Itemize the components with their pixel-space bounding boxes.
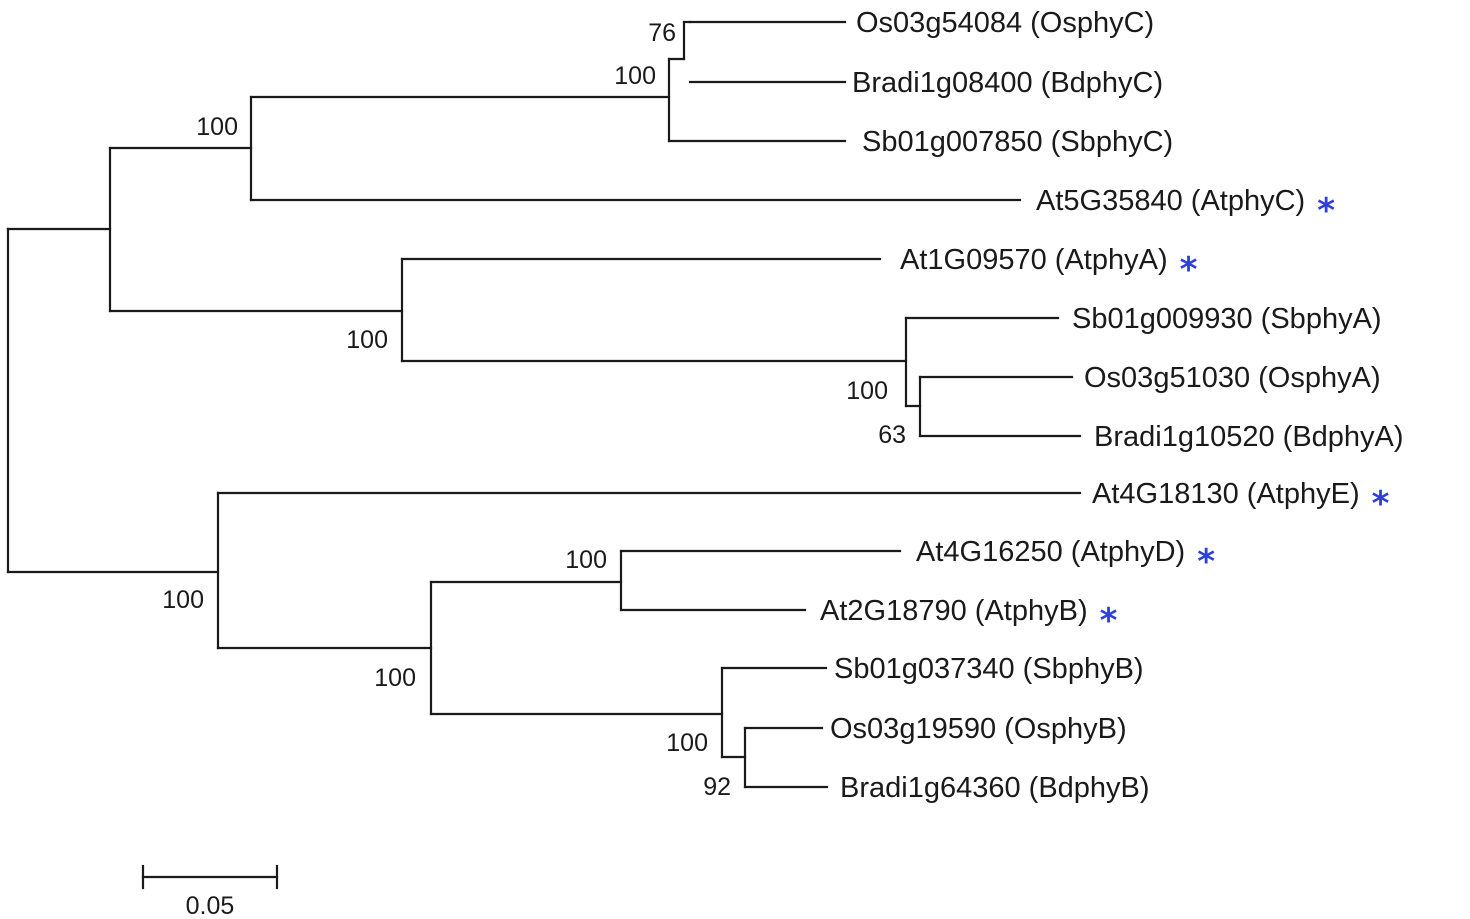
leaf-label-bdphya: Bradi1g10520 (BdphyA) xyxy=(1094,421,1404,453)
asterisk-marker-atphyd: * xyxy=(1197,542,1215,582)
scale-bar-label: 0.05 xyxy=(186,892,235,919)
leaf-label-atphyd: At4G16250 (AtphyD) xyxy=(916,536,1185,568)
leaf-label-atphyb: At2G18790 (AtphyB) xyxy=(820,595,1088,627)
bootstrap-value: 100 xyxy=(196,113,238,141)
bootstrap-value: 100 xyxy=(614,62,656,90)
tree-branches xyxy=(6,20,1082,789)
leaf-label-osphyb: Os03g19590 (OsphyB) xyxy=(830,713,1127,745)
leaf-label-osphya: Os03g51030 (OsphyA) xyxy=(1084,362,1381,394)
leaf-label-sbphyc: Sb01g007850 (SbphyC) xyxy=(862,126,1173,158)
leaf-label-bdphyb: Bradi1g64360 (BdphyB) xyxy=(840,772,1150,804)
leaf-label-atphye: At4G18130 (AtphyE) xyxy=(1092,478,1360,510)
bootstrap-value: 100 xyxy=(374,664,416,692)
bootstrap-value: 100 xyxy=(565,546,607,574)
bootstrap-value: 92 xyxy=(703,773,731,801)
bootstrap-value: 100 xyxy=(666,729,708,757)
bootstrap-values: 76 100 100 100 100 63 100 100 100 100 92 xyxy=(162,19,906,801)
leaf-label-atphyc: At5G35840 (AtphyC) xyxy=(1036,185,1305,217)
bootstrap-value: 100 xyxy=(846,377,888,405)
leaf-label-sbphya: Sb01g009930 (SbphyA) xyxy=(1072,303,1382,335)
leaf-labels: Os03g54084 (OsphyC) Bradi1g08400 (BdphyC)… xyxy=(820,7,1404,804)
asterisk-marker-atphyc: * xyxy=(1317,191,1335,231)
bootstrap-value: 100 xyxy=(346,326,388,354)
asterisk-marker-atphye: * xyxy=(1372,484,1390,524)
bootstrap-value: 63 xyxy=(878,421,906,449)
bootstrap-value: 100 xyxy=(162,586,204,614)
leaf-label-bdphyc: Bradi1g08400 (BdphyC) xyxy=(852,67,1163,99)
bootstrap-value: 76 xyxy=(648,19,676,47)
scale-bar: 0.05 xyxy=(141,864,279,919)
asterisk-markers: * * * * * xyxy=(1100,191,1390,641)
leaf-label-atphya: At1G09570 (AtphyA) xyxy=(900,244,1168,276)
asterisk-marker-atphya: * xyxy=(1180,250,1198,290)
leaf-label-sbphyb: Sb01g037340 (SbphyB) xyxy=(834,653,1144,685)
asterisk-marker-atphyb: * xyxy=(1100,601,1118,641)
leaf-label-osphyc: Os03g54084 (OsphyC) xyxy=(856,7,1154,39)
